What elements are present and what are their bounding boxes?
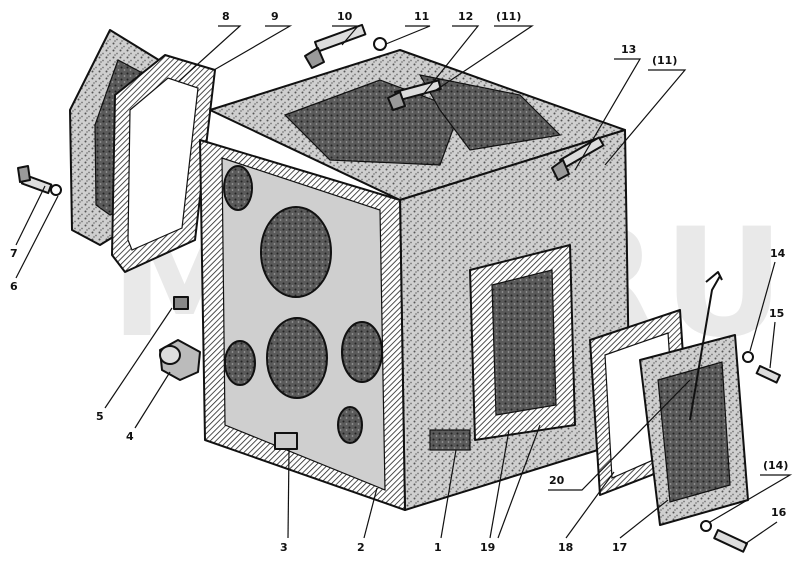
gearbox-housing: [199, 49, 631, 511]
plug-5: [173, 296, 189, 310]
callout-8: 8: [177, 10, 242, 83]
callout-3: 3: [280, 449, 290, 554]
bolt-15: [755, 364, 781, 384]
callout-4: 4: [126, 371, 171, 443]
top-cover-gasket: [111, 54, 216, 273]
svg-text:(11): (11): [496, 10, 521, 23]
breather-4: [159, 339, 201, 381]
svg-text:6: 6: [10, 280, 18, 293]
bolt-10: [304, 23, 367, 69]
svg-text:4: 4: [126, 430, 134, 443]
callout-15: 15: [769, 307, 784, 369]
svg-text:19: 19: [480, 541, 495, 554]
callout-12: 12: [421, 10, 480, 97]
callout-1: 1: [434, 449, 457, 554]
bolt-7: [17, 165, 53, 195]
callout-5: 5: [96, 307, 173, 423]
dipstick-20: [689, 271, 723, 421]
callout-9: 9: [213, 10, 293, 71]
callout-11: 11: [385, 10, 431, 45]
side-cover: [639, 334, 749, 526]
bolt-12: [387, 79, 442, 111]
washer-14: [742, 351, 754, 363]
callout-6: 6: [10, 195, 59, 293]
svg-text:10: 10: [337, 10, 353, 23]
callout-10: 10: [332, 10, 360, 46]
washer-6: [50, 184, 62, 196]
svg-text:20: 20: [549, 474, 565, 487]
washer-11: [373, 37, 387, 51]
callout-2: 2: [357, 487, 378, 554]
svg-text:14: 14: [770, 247, 786, 260]
callout-16: 16: [744, 506, 787, 545]
svg-text:18: 18: [558, 541, 573, 554]
callouts: 8 9 10 11 12 (11) 13 (11): [10, 10, 793, 554]
callout-18: 18: [558, 471, 615, 554]
svg-text:2: 2: [357, 541, 365, 554]
svg-text:(11): (11): [652, 54, 677, 67]
callout-20: 20: [548, 379, 691, 491]
callout-14: 14: [749, 247, 786, 352]
callout-13: 13: [574, 43, 642, 171]
bolt-13: [551, 136, 605, 181]
svg-text:13: 13: [621, 43, 636, 56]
svg-text:16: 16: [771, 506, 787, 519]
callout-11-paren-right: (11): [604, 54, 687, 166]
svg-text:7: 7: [10, 247, 18, 260]
callout-11-paren-top: (11): [435, 10, 534, 91]
svg-text:8: 8: [222, 10, 230, 23]
callout-17: 17: [612, 499, 669, 554]
callout-14-paren: (14): [709, 459, 793, 523]
svg-text:3: 3: [280, 541, 288, 554]
svg-text:12: 12: [458, 10, 473, 23]
svg-text:(14): (14): [763, 459, 788, 472]
callout-19: 19: [480, 424, 541, 554]
svg-text:11: 11: [414, 10, 429, 23]
svg-text:9: 9: [271, 10, 279, 23]
bolt-16: [713, 528, 749, 553]
washer-14b: [700, 520, 712, 532]
svg-text:17: 17: [612, 541, 627, 554]
callout-7: 7: [10, 185, 46, 260]
svg-text:5: 5: [96, 410, 104, 423]
dowel-3: [274, 432, 298, 450]
svg-text:1: 1: [434, 541, 442, 554]
svg-text:15: 15: [769, 307, 784, 320]
